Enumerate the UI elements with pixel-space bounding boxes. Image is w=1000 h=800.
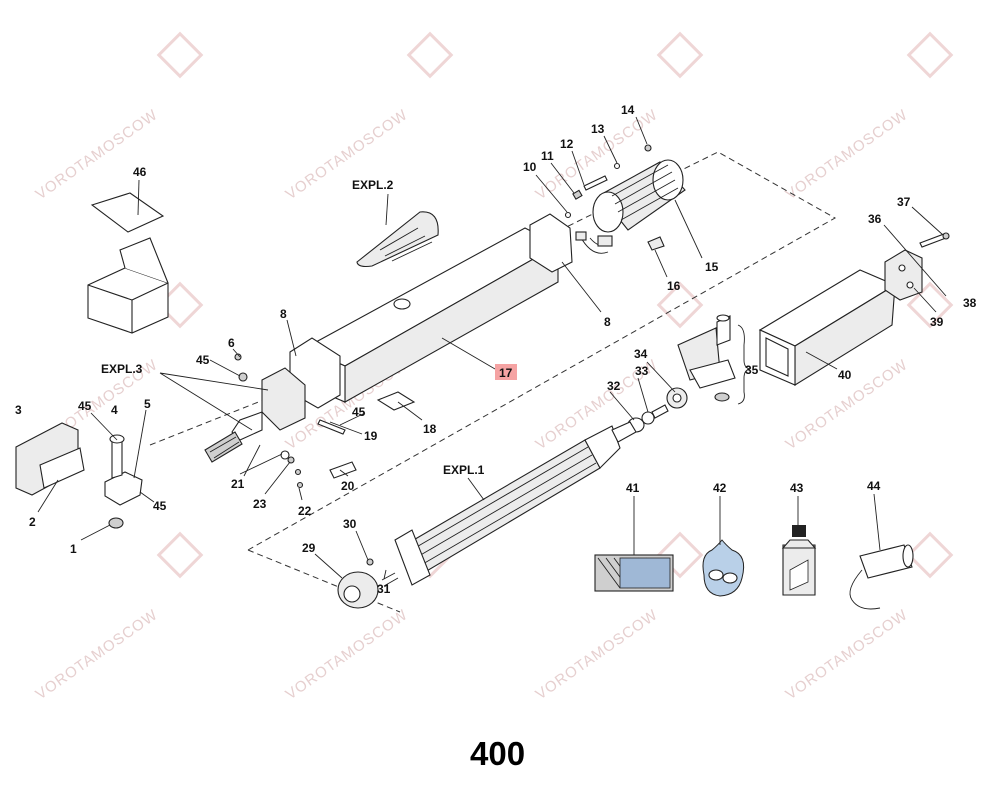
part-40-housing xyxy=(758,269,897,386)
leader-lines xyxy=(37,116,947,580)
callout-label-13: 13 xyxy=(591,122,605,136)
part-43-oil-bottle xyxy=(781,525,817,596)
callout-label-38: 38 xyxy=(963,296,977,310)
parts-18-23-small xyxy=(280,391,416,489)
callout-label-21: 21 xyxy=(231,477,245,491)
callout-label-22: 22 xyxy=(298,504,312,518)
parts-29-31-cap xyxy=(337,558,399,609)
callout-label-3: 3 xyxy=(15,403,22,417)
callout-label-46: 46 xyxy=(133,165,147,179)
callout-label-45a: 45 xyxy=(196,353,210,367)
callout-label-45d: 45 xyxy=(153,499,167,513)
callout-label-30: 30 xyxy=(343,517,357,531)
watermark-text: VOROTAMOSCOW xyxy=(783,106,912,203)
callout-label-20: 20 xyxy=(341,479,355,493)
parts-10-14-fasteners xyxy=(564,144,652,219)
dashed-frame xyxy=(149,151,837,613)
callout-label-45c: 45 xyxy=(352,405,366,419)
parts-32-34-rodend xyxy=(627,387,688,433)
expl1-actuator xyxy=(394,421,637,586)
part-15-motor xyxy=(575,159,686,254)
callout-label-expl1: EXPL.1 xyxy=(443,463,485,477)
callout-label-8a: 8 xyxy=(280,307,287,321)
callout-label-10: 10 xyxy=(523,160,537,174)
callout-label-expl3: EXPL.3 xyxy=(101,362,143,376)
parts-36-39-bracket xyxy=(884,232,950,301)
callout-label-5: 5 xyxy=(144,397,151,411)
callout-label-31: 31 xyxy=(377,582,391,596)
callout-label-37: 37 xyxy=(897,195,911,209)
callout-label-43: 43 xyxy=(790,481,804,495)
part-17-tube xyxy=(303,227,560,403)
watermark-text: VOROTAMOSCOW xyxy=(33,106,162,203)
callout-label-32: 32 xyxy=(607,379,621,393)
parts-1-5-left-bracket xyxy=(15,422,143,529)
callout-label-36: 36 xyxy=(868,212,882,226)
page-label: 400 xyxy=(470,735,525,772)
callout-label-39: 39 xyxy=(930,315,944,329)
callout-label-18: 18 xyxy=(423,422,437,436)
callout-label-35: 35 xyxy=(745,363,759,377)
callout-labels: 46 EXPL.2 10 11 12 13 14 15 16 37 36 38 … xyxy=(15,103,977,596)
callout-label-16: 16 xyxy=(667,279,681,293)
watermark-text: VOROTAMOSCOW xyxy=(33,606,162,703)
part-41-mat xyxy=(594,554,674,592)
callout-label-6: 6 xyxy=(228,336,235,350)
callout-label-12: 12 xyxy=(560,137,574,151)
part-46-box xyxy=(87,192,169,334)
part-16-plug xyxy=(647,236,665,251)
callout-label-41: 41 xyxy=(626,481,640,495)
expl2-cover xyxy=(356,211,439,268)
callout-label-45b: 45 xyxy=(78,399,92,413)
callout-label-15: 15 xyxy=(705,260,719,274)
callout-label-1: 1 xyxy=(70,542,77,556)
callout-label-44: 44 xyxy=(867,479,881,493)
callout-label-11: 11 xyxy=(541,149,554,163)
callout-label-34: 34 xyxy=(634,347,648,361)
watermark-text: VOROTAMOSCOW xyxy=(533,606,662,703)
callout-label-23: 23 xyxy=(253,497,267,511)
callout-label-19: 19 xyxy=(364,429,378,443)
callout-label-expl2: EXPL.2 xyxy=(352,178,394,192)
watermark-text: VOROTAMOSCOW xyxy=(283,606,412,703)
watermark-text: VOROTAMOSCOW xyxy=(783,606,912,703)
callout-label-8b: 8 xyxy=(604,315,611,329)
callout-label-42: 42 xyxy=(713,481,727,495)
expl3-head-assembly xyxy=(204,353,306,463)
callout-label-17: 17 xyxy=(499,366,513,380)
callout-label-33: 33 xyxy=(635,364,649,378)
callout-highlight-17 xyxy=(495,364,517,380)
callout-label-40: 40 xyxy=(838,368,852,382)
callout-label-29: 29 xyxy=(302,541,316,555)
part-35-bracket xyxy=(677,314,751,405)
callout-label-4: 4 xyxy=(111,403,118,417)
part-44-capacitor xyxy=(849,544,914,610)
part-42-bag xyxy=(702,539,745,597)
callout-label-14: 14 xyxy=(621,103,635,117)
callout-label-2: 2 xyxy=(29,515,36,529)
